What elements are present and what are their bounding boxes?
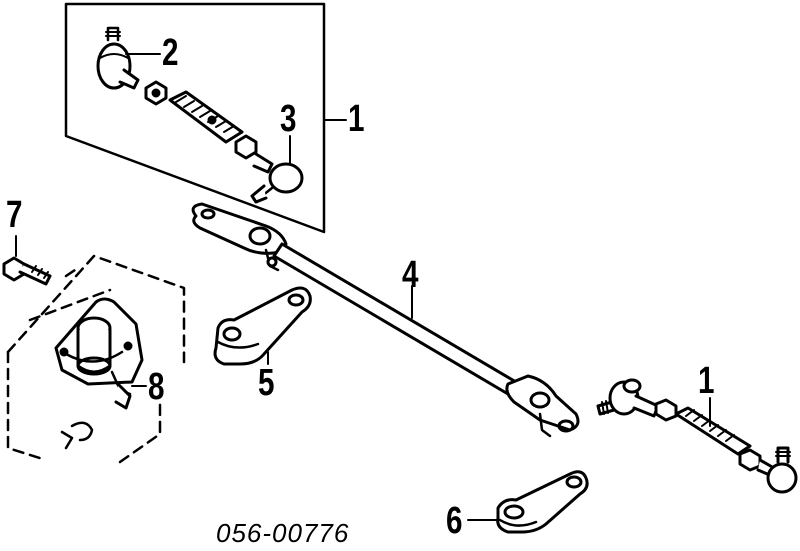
bolt <box>2 256 52 286</box>
callout-3: 3 <box>280 98 297 140</box>
callout-2: 2 <box>162 32 179 74</box>
ball-joint-outer-top <box>96 26 140 90</box>
ball-joint-inner-top <box>250 152 304 204</box>
frame-rail-dashed <box>6 254 186 464</box>
jam-nut-top-right <box>234 134 258 160</box>
pitman-arm <box>496 470 589 534</box>
tie-rod-assembly-right <box>596 378 798 494</box>
inset-box <box>64 2 326 234</box>
tie-rod-assembly-top <box>96 26 304 204</box>
adjusting-sleeve-top <box>168 90 244 144</box>
idler-bracket <box>54 297 144 450</box>
center-link <box>191 202 580 438</box>
callout-7: 7 <box>6 194 23 236</box>
callout-5: 5 <box>258 362 275 404</box>
part-number: 056-00776 <box>216 518 350 548</box>
callout-4: 4 <box>402 254 419 296</box>
idler-arm <box>213 286 312 366</box>
callout-1-top: 1 <box>348 98 365 140</box>
callout-8: 8 <box>148 366 165 408</box>
callout-6: 6 <box>446 500 463 542</box>
callout-1-right: 1 <box>698 360 715 402</box>
